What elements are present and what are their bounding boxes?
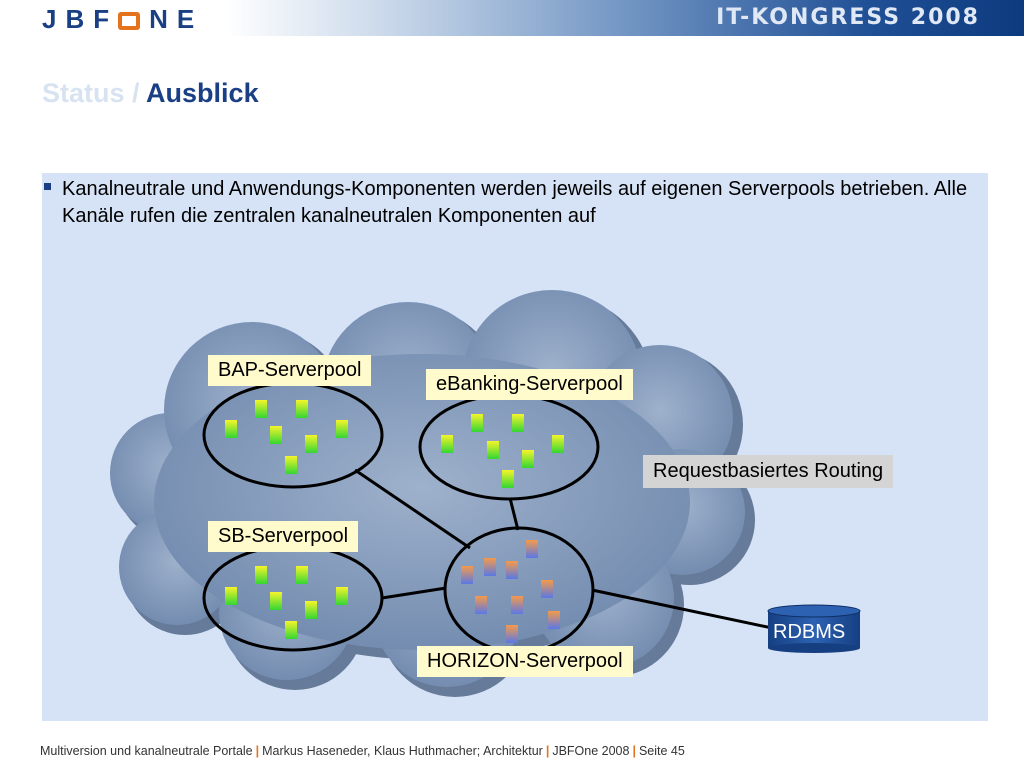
footer-separator: | <box>255 744 260 758</box>
footer: Multiversion und kanalneutrale Portale|M… <box>40 744 685 758</box>
routing-label: Requestbasiertes Routing <box>643 455 894 488</box>
rdbms-label: RDBMS <box>773 621 846 643</box>
rdbms-database-icon <box>767 604 861 653</box>
sb-serverpool-label: SB-Serverpool <box>208 521 359 552</box>
line-bap-horizon <box>354 468 471 550</box>
line-horizon-rdbms <box>591 588 773 630</box>
footer-separator: | <box>632 744 636 758</box>
bap-servers <box>225 400 348 474</box>
ebanking-servers <box>441 414 564 488</box>
slide-title: Status / Ausblick <box>42 78 259 108</box>
logo-o-icon <box>118 12 141 30</box>
sb-servers <box>225 566 348 639</box>
horizon-servers <box>461 540 560 643</box>
line-ebanking-horizon <box>508 497 520 531</box>
line-sb-horizon <box>381 586 447 600</box>
event-title: IT-KONGRESS 2008 <box>716 5 980 30</box>
footer-authors: Markus Haseneder, Klaus Huthmacher; Arch… <box>262 744 543 758</box>
footer-separator: | <box>545 744 550 758</box>
header-bar <box>0 0 1024 36</box>
bullet-square-icon <box>44 183 51 190</box>
ebanking-serverpool-label: eBanking-Serverpool <box>426 369 633 400</box>
bap-serverpool-label: BAP-Serverpool <box>208 355 372 386</box>
connection-lines <box>354 468 773 630</box>
footer-page-number: Seite 45 <box>638 744 685 758</box>
bullet-text: Kanalneutrale und Anwendungs-Komponenten… <box>62 178 968 227</box>
footer-event: JBFOne 2008 <box>552 744 630 758</box>
footer-title: Multiversion und kanalneutrale Portale <box>40 744 253 758</box>
horizon-serverpool-label: HORIZON-Serverpool <box>417 646 633 677</box>
